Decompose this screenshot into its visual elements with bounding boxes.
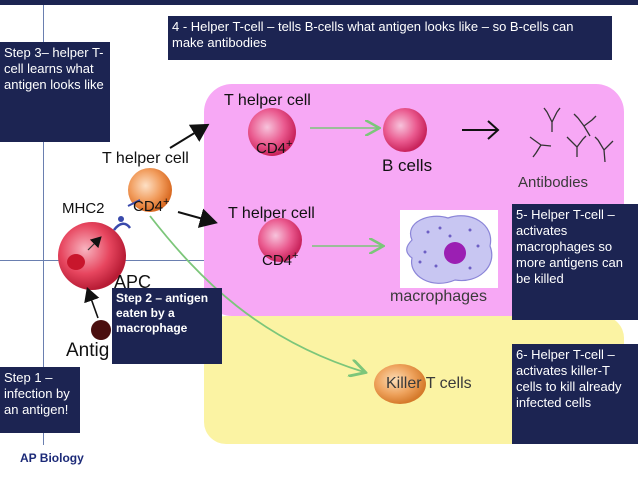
label-t-helper-mid: T helper cell (228, 205, 315, 222)
antibodies-icon (529, 107, 614, 163)
label-cd4-top: CD4+ (256, 138, 293, 157)
label-killer-t: Killer T cells (386, 375, 472, 392)
apc-cell (58, 222, 126, 290)
killer-t-cell (374, 364, 426, 404)
antigen-icon (91, 320, 111, 340)
label-cd4-mid: CD4+ (262, 250, 299, 269)
step6-box: 6- Helper T-cell –activates killer-T cel… (512, 344, 638, 444)
t-helper-cell-top (248, 108, 296, 156)
label-apc: APC (114, 272, 152, 292)
arrow-to-antibodies (462, 120, 500, 140)
b-cell (383, 108, 427, 152)
apc-inner-arrow (87, 236, 102, 251)
arrow-antigen-to-apc (84, 286, 100, 319)
label-cd4-left: CD4+ (133, 196, 170, 215)
cd4-connector (127, 199, 141, 207)
step3-box: Step 3– helper T-cell learns what antige… (0, 42, 110, 142)
top-bar (0, 0, 638, 5)
label-macrophages: macrophages (390, 288, 487, 305)
label-antibodies: Antibodies (518, 174, 589, 191)
t-helper-cell-mid (258, 218, 302, 262)
macrophage-nucleus (444, 242, 466, 264)
step4-box: 4 - Helper T-cell – tells B-cells what a… (168, 16, 612, 60)
apc-nucleus (67, 254, 85, 270)
mhc2-receptor (113, 222, 132, 231)
label-antigen: Antig (66, 340, 110, 361)
label-t-helper-left: T helper cell (102, 150, 189, 167)
step1-box: Step 1 – infection by an antigen! (0, 367, 80, 433)
arrow-to-top-helper (169, 123, 210, 149)
step2-box: Step 2 – antigen eaten by a macrophage (112, 288, 222, 364)
arrow-to-mid-helper (177, 208, 218, 228)
macrophage-granules (418, 226, 480, 270)
antigen-fragment (118, 216, 124, 222)
footer-course: AP Biology (20, 451, 84, 465)
label-t-helper-top: T helper cell (224, 92, 311, 109)
green-arrow-to-killer (149, 215, 364, 372)
step5-box: 5- Helper T-cell –activates macrophages … (512, 204, 638, 320)
slide-guide-vertical (43, 5, 44, 445)
label-b-cells: B cells (382, 156, 433, 175)
label-mhc2: MHC2 (62, 200, 105, 217)
